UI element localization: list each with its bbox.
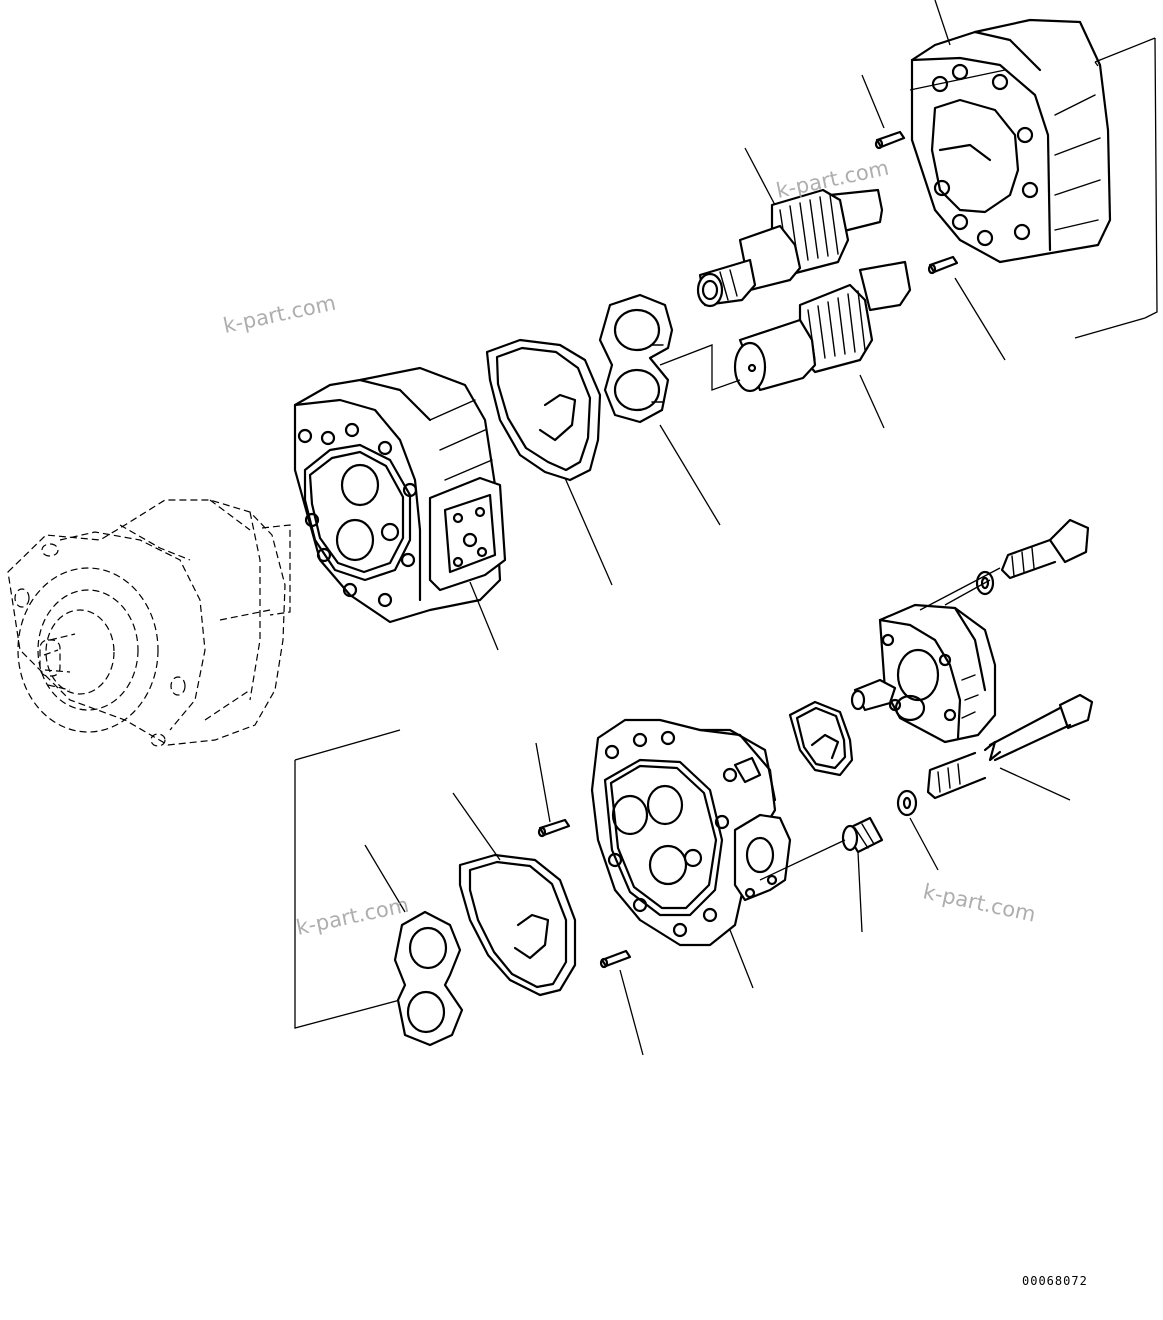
watermark-3: k-part.com xyxy=(294,893,411,940)
small-pump-assembly xyxy=(850,603,997,744)
driven-gear-shaft xyxy=(733,260,912,393)
washer-lower xyxy=(896,789,918,817)
drive-gear-shaft xyxy=(696,188,884,308)
long-bolt-upper xyxy=(1000,518,1090,580)
relief-valve-insert xyxy=(841,816,884,854)
upper-body-housing xyxy=(293,366,507,624)
long-bolt-lower xyxy=(926,693,1094,800)
dowel-pin-lower-a xyxy=(537,818,571,838)
lower-front-housing xyxy=(590,718,792,947)
dowel-pin-lower-b xyxy=(599,949,632,969)
leader-lines xyxy=(364,0,1071,1056)
dowel-pin-upper-a xyxy=(874,130,906,150)
small-seal-ring xyxy=(788,700,854,777)
drawing-code: 00068072 xyxy=(1022,1274,1088,1288)
dowel-pin-upper-b xyxy=(927,255,959,275)
rear-pump-housing xyxy=(910,18,1112,264)
upper-seal-gasket xyxy=(485,338,602,482)
lower-seal-gasket xyxy=(458,853,577,997)
phantom-pump-housing xyxy=(7,499,291,747)
watermark-4: k-part.com xyxy=(921,879,1038,926)
upper-wear-plate xyxy=(598,293,674,424)
lower-wear-plate xyxy=(393,910,464,1047)
watermark-2: k-part.com xyxy=(221,291,338,338)
